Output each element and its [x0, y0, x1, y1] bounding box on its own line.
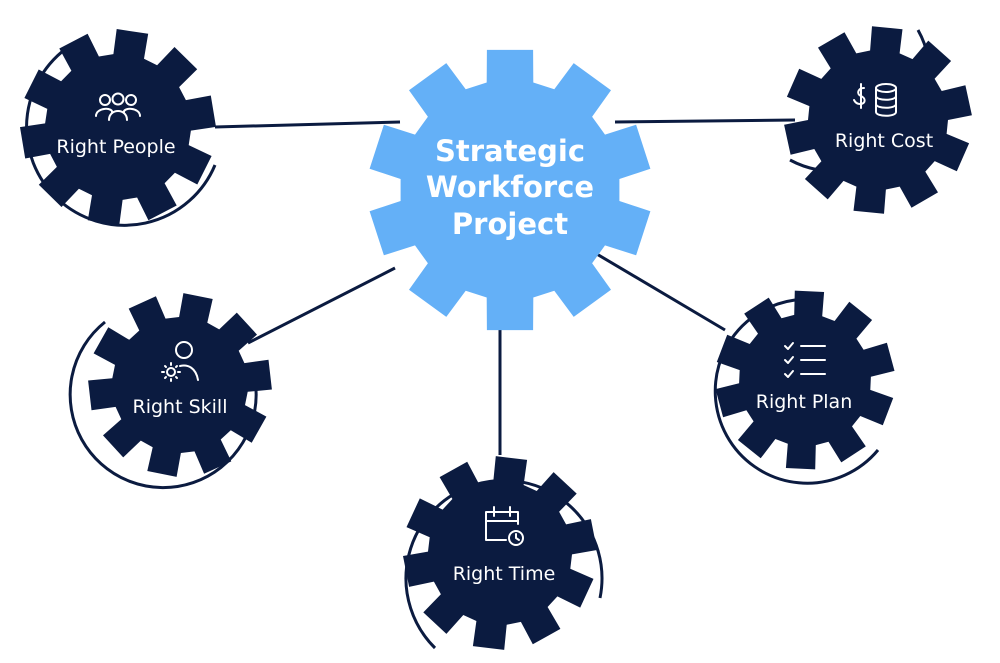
label-right-time: Right Time — [453, 563, 556, 585]
connector-plan — [589, 248, 726, 332]
calendar-clock-icon — [485, 506, 524, 546]
center-title: Strategic Workforce Project — [426, 134, 594, 241]
arc-plan — [713, 298, 880, 485]
center-title-line-1: Strategic — [435, 134, 585, 168]
center-title-line-3: Project — [452, 207, 568, 241]
connector-people — [214, 120, 401, 129]
label-right-people: Right People — [56, 136, 175, 158]
center-title-line-2: Workforce — [426, 170, 594, 204]
gear-right-skill — [88, 293, 272, 477]
dollar-coins-icon — [853, 83, 897, 117]
gear-right-people — [20, 29, 216, 225]
people-icon — [95, 92, 141, 121]
label-right-cost: Right Cost — [835, 130, 933, 152]
gear-right-plan — [715, 290, 895, 470]
user-gear-icon — [161, 341, 199, 382]
checklist-icon — [784, 342, 826, 378]
gear-right-time — [403, 456, 597, 650]
center-gear — [369, 49, 651, 331]
label-right-skill: Right Skill — [133, 396, 228, 418]
connector-skill — [247, 266, 396, 345]
gear-right-cost — [784, 26, 972, 214]
connector-cost — [614, 118, 796, 124]
label-right-plan: Right Plan — [756, 391, 853, 413]
